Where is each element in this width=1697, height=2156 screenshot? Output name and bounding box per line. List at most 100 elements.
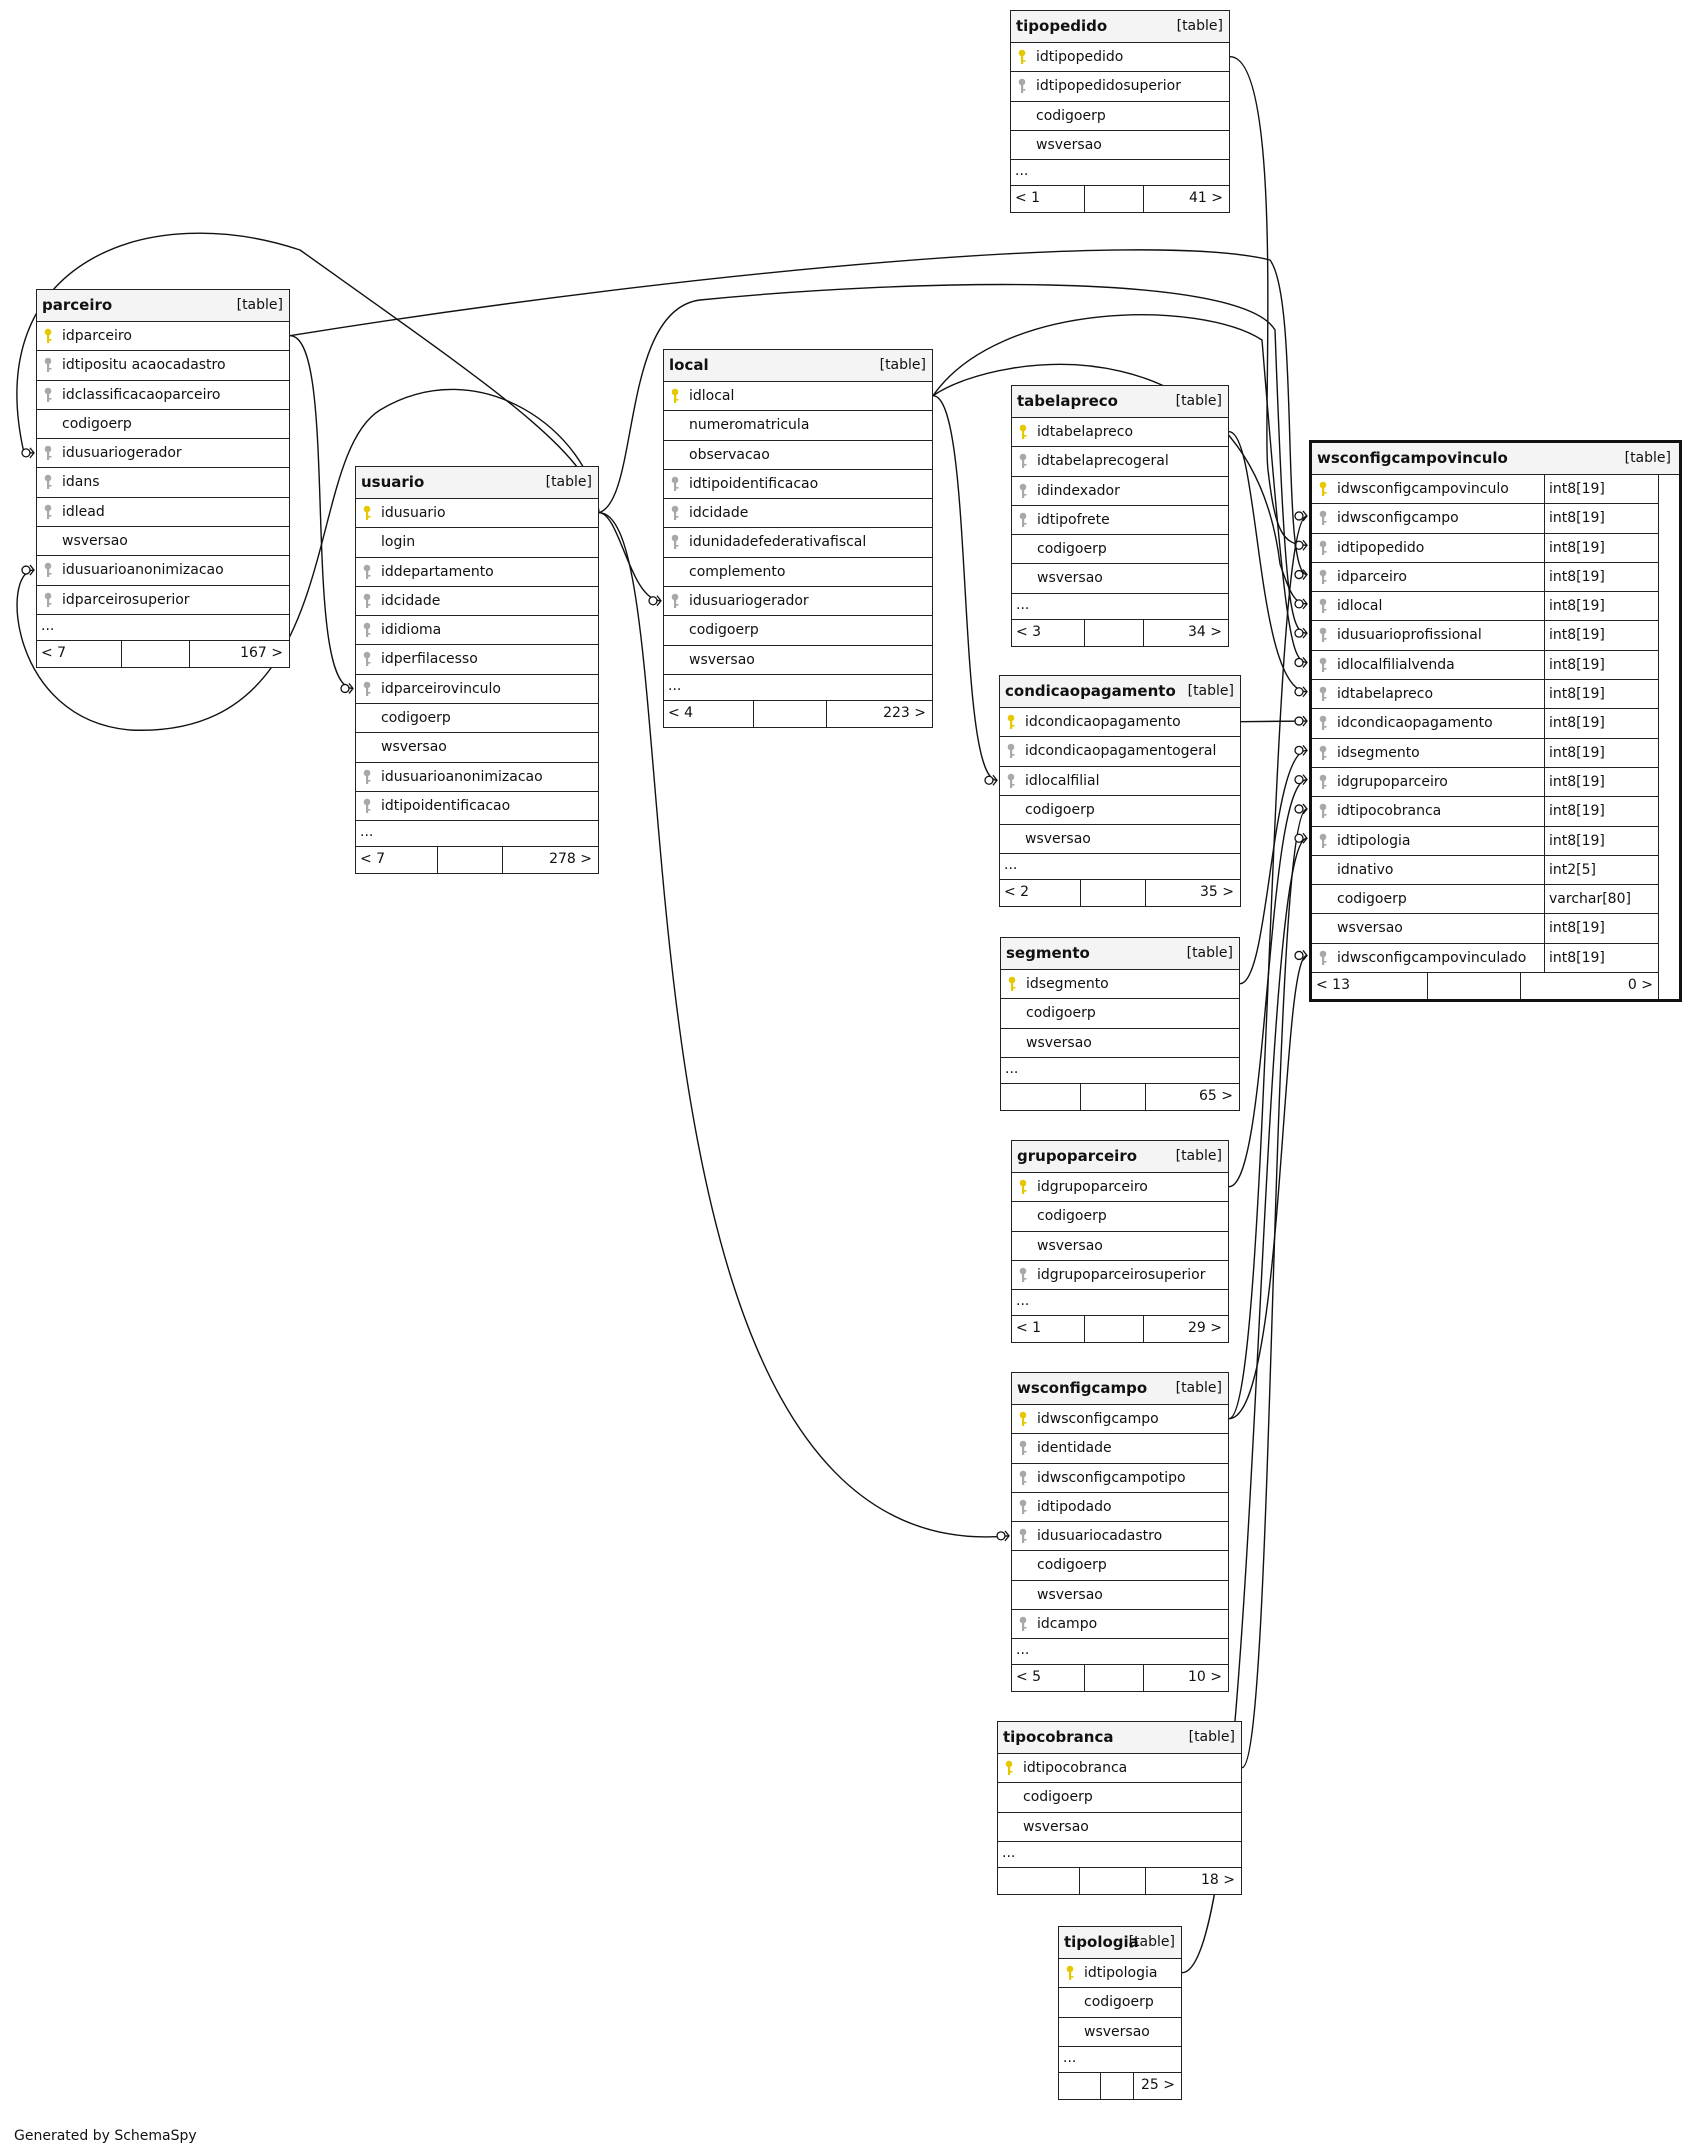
column-row[interactable]: ididioma <box>356 616 598 646</box>
column-row[interactable]: codigoerp <box>998 1783 1241 1813</box>
column-row[interactable]: idwsconfigcampotipo <box>1012 1464 1228 1493</box>
children-count-link[interactable]: 34 > <box>1188 623 1222 640</box>
column-row[interactable]: idparceiro <box>37 322 289 352</box>
parents-count-link[interactable]: < 1 <box>1015 190 1041 207</box>
column-row[interactable]: identidade <box>1012 1434 1228 1464</box>
parents-count-link[interactable]: < 1 <box>1016 1320 1042 1337</box>
column-row[interactable]: idtipoidentificacao <box>664 470 932 500</box>
more-columns-row[interactable]: ... <box>1059 2047 1181 2073</box>
column-row[interactable]: idusuarioanonimizacao <box>356 763 598 792</box>
column-row[interactable]: wsversao <box>1011 131 1229 161</box>
column-row[interactable]: wsversao <box>1012 1581 1228 1611</box>
children-count-link[interactable]: 0 > <box>1627 977 1653 994</box>
column-row[interactable]: idtipopedidosuperior <box>1011 72 1229 102</box>
column-row[interactable]: numeromatricula <box>664 411 932 441</box>
column-row[interactable]: idindexador <box>1012 477 1228 506</box>
column-row[interactable]: idtipoidentificacao <box>356 792 598 822</box>
column-row[interactable]: idcondicaopagamentogeral <box>1000 737 1240 767</box>
column-row[interactable]: idcondicaopagamento <box>1000 708 1240 738</box>
parents-count-link[interactable]: < 7 <box>41 644 67 661</box>
children-count-link[interactable]: 167 > <box>240 644 283 661</box>
more-columns-row[interactable]: ... <box>1012 1639 1228 1666</box>
more-columns-row[interactable]: ... <box>1012 594 1228 620</box>
column-row[interactable]: idusuarioanonimizacao <box>37 556 289 586</box>
children-count-link[interactable]: 65 > <box>1199 1087 1233 1104</box>
vertical-scrollbar[interactable] <box>1658 475 1679 1000</box>
column-row[interactable]: codigoerp <box>1001 999 1239 1029</box>
children-count-link[interactable]: 18 > <box>1201 1871 1235 1888</box>
children-count-link[interactable]: 29 > <box>1188 1320 1222 1337</box>
children-count-link[interactable]: 223 > <box>883 704 926 721</box>
column-row[interactable]: idtipositu acaocadastro <box>37 351 289 381</box>
column-row[interactable]: idwsconfigcampo <box>1012 1405 1228 1435</box>
column-row[interactable]: codigoerp <box>356 704 598 734</box>
column-row[interactable]: wsversao <box>37 527 289 557</box>
column-row[interactable]: idtipologia <box>1059 1959 1181 1989</box>
column-row[interactable]: idtipofrete <box>1012 506 1228 536</box>
column-row[interactable]: idunidadefederativafiscal <box>664 528 932 558</box>
table-wsconfigcampovinculo[interactable]: wsconfigcampovinculo[table]idwsconfigcam… <box>1309 440 1682 1003</box>
column-row[interactable]: wsversao <box>1001 1029 1239 1058</box>
column-row[interactable]: idusuariocadastro <box>1012 1522 1228 1552</box>
column-row[interactable]: idtipodado <box>1012 1493 1228 1523</box>
parents-count-link[interactable]: < 5 <box>1016 1669 1042 1686</box>
column-row[interactable]: idgrupoparceiro <box>1012 1173 1228 1203</box>
column-row[interactable]: complemento <box>664 558 932 588</box>
more-columns-row[interactable]: ... <box>1000 854 1240 881</box>
column-row[interactable]: idtabelapreco <box>1012 418 1228 448</box>
more-columns-row[interactable]: ... <box>1001 1058 1239 1084</box>
column-row[interactable]: codigoerp <box>1059 1988 1181 2018</box>
column-row[interactable]: codigoerp <box>37 410 289 440</box>
column-row[interactable]: idusuariogerador <box>37 439 289 469</box>
more-columns-row[interactable]: ... <box>1012 1290 1228 1317</box>
column-row[interactable]: wsversao <box>1012 1232 1228 1261</box>
column-row[interactable]: codigoerp <box>664 616 932 646</box>
column-row[interactable]: idans <box>37 468 289 498</box>
column-row[interactable]: idperfilacesso <box>356 645 598 675</box>
column-row[interactable]: idtipopedido <box>1011 43 1229 73</box>
column-row[interactable]: wsversao <box>1000 825 1240 855</box>
parents-count-link[interactable]: < 4 <box>668 704 694 721</box>
column-row[interactable]: idsegmento <box>1001 970 1239 1000</box>
parents-count-link[interactable]: < 2 <box>1004 884 1030 901</box>
column-row[interactable]: codigoerp <box>1012 535 1228 565</box>
children-count-link[interactable]: 278 > <box>549 851 592 868</box>
more-columns-row[interactable]: ... <box>1011 160 1229 187</box>
column-row[interactable]: observacao <box>664 441 932 470</box>
column-row[interactable]: idtipocobranca <box>998 1754 1241 1784</box>
more-columns-row[interactable]: ... <box>664 675 932 701</box>
column-row[interactable]: codigoerp <box>1012 1202 1228 1232</box>
column-row[interactable]: login <box>356 528 598 558</box>
column-row[interactable]: idcampo <box>1012 1610 1228 1640</box>
column-row[interactable]: codigoerp <box>1012 1551 1228 1581</box>
column-row[interactable]: idusuario <box>356 499 598 529</box>
column-row[interactable]: idlocal <box>664 382 932 412</box>
column-row[interactable]: idlocalfilial <box>1000 767 1240 796</box>
children-count-link[interactable]: 35 > <box>1200 884 1234 901</box>
column-row[interactable]: idclassificacaoparceiro <box>37 381 289 410</box>
more-columns-row[interactable]: ... <box>356 821 598 848</box>
column-row[interactable]: idtabelaprecogeral <box>1012 447 1228 477</box>
more-columns-row[interactable]: ... <box>998 1842 1241 1868</box>
column-row[interactable]: iddepartamento <box>356 558 598 587</box>
column-row[interactable]: idparceirovinculo <box>356 675 598 705</box>
column-row[interactable]: codigoerp <box>1000 796 1240 826</box>
more-columns-row[interactable]: ... <box>37 615 289 641</box>
